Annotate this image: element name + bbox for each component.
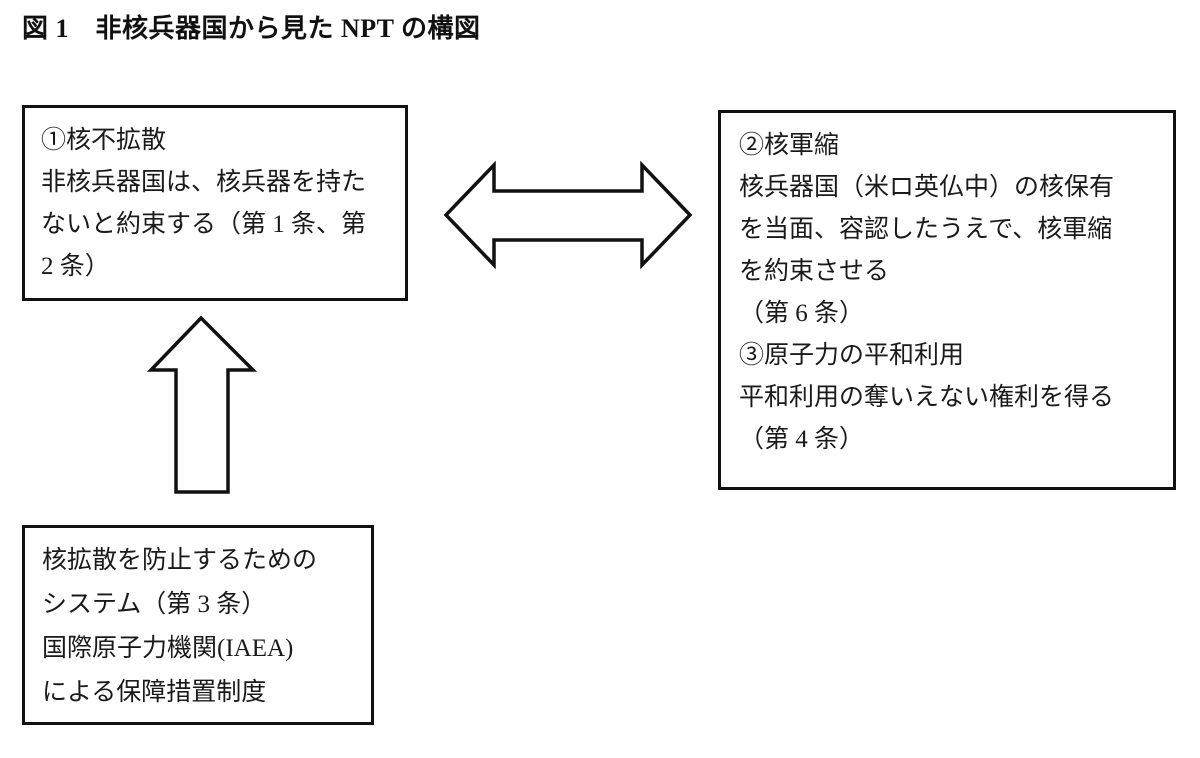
box-safeguards-text: 核拡散を防止するための システム（第 3 条） 国際原子力機関(IAEA) によ… [42,547,318,706]
box-nonproliferation: ①核不拡散 非核兵器国は、核兵器を持た ないと約束する（第 1 条、第 2 条） [22,105,408,301]
box-nonproliferation-text: ①核不拡散 非核兵器国は、核兵器を持た ないと約束する（第 1 条、第 2 条） [41,127,367,280]
box-safeguards: 核拡散を防止するための システム（第 3 条） 国際原子力機関(IAEA) によ… [22,525,374,725]
double-headed-horizontal-arrow-icon [443,160,693,270]
double-arrow-shape [443,160,693,270]
up-arrow-shape [146,315,258,494]
box-disarmament: ②核軍縮 核兵器国（米ロ英仏中）の核保有 を当面、容認したうえで、核軍縮 を約束… [718,110,1176,490]
box-disarmament-text: ②核軍縮 核兵器国（米ロ英仏中）の核保有 を当面、容認したうえで、核軍縮 を約束… [739,132,1115,453]
up-arrow-icon [146,315,258,494]
page-title: 図 1 非核兵器国から見た NPT の構図 [22,14,481,43]
